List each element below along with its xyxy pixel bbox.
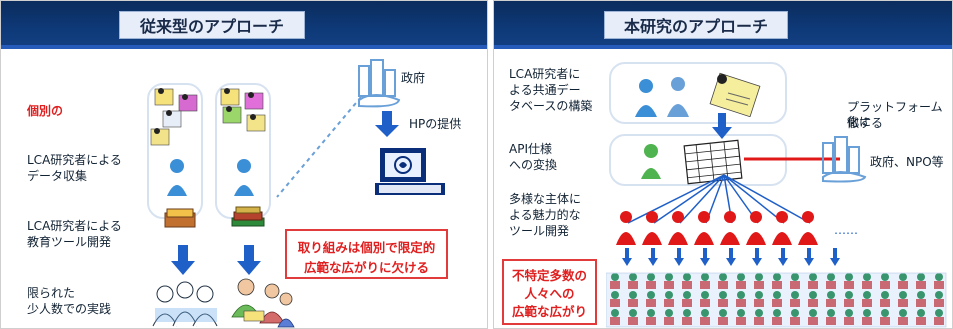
- label-ellipsis: ……: [834, 223, 858, 237]
- book-icon: [164, 208, 196, 228]
- left-title-box: 従来型のアプローチ: [119, 11, 305, 39]
- label-limited-1: 限られた: [27, 286, 76, 300]
- person-icon: [167, 159, 187, 196]
- documents-icon: [150, 88, 198, 146]
- document-memo-icon: [709, 72, 761, 117]
- proposed-approach-panel: 本研究のアプローチ LCA研究者に よる共通デー タベースの構築 API仕様 へ…: [493, 0, 953, 329]
- people-group-illustration: [152, 281, 218, 327]
- label-limited-2: 少人数での実践: [27, 302, 112, 316]
- label-lca-collect-1: LCA研究者による: [27, 153, 122, 167]
- label-multi-1: 多様な主体に: [509, 192, 582, 206]
- label-api-2: への変換: [509, 158, 558, 172]
- callout-broad-spread: 不特定多数の 人々への 広範な広がり: [502, 259, 597, 325]
- callout-line-1: 不特定多数の: [511, 268, 587, 283]
- callout-line-1: 取り組みは個別で限定的: [297, 240, 436, 255]
- person-icon: [641, 144, 661, 179]
- label-lca-collect-2: データ収集: [27, 169, 88, 183]
- left-title: 従来型のアプローチ: [139, 17, 284, 36]
- callout-limited-spread: 取り組みは個別で限定的 広範な広がりに欠ける: [285, 229, 448, 279]
- label-government: 政府: [401, 71, 426, 85]
- label-individual: 個別の: [27, 104, 64, 118]
- government-building-icon: [358, 59, 401, 108]
- label-platform-2: 徹する: [847, 116, 884, 130]
- database-container: [609, 62, 787, 124]
- label-edu-dev-1: LCA研究者による: [27, 219, 122, 233]
- label-api-1: API仕様: [509, 142, 552, 156]
- computer-icon: [375, 148, 445, 195]
- crowd-illustration: [606, 272, 947, 328]
- label-db-3: タベースの構築: [509, 99, 593, 113]
- callout-line-2: 人々への: [524, 286, 575, 301]
- documents-icon: [220, 88, 266, 132]
- callout-line-2: 広範な広がりに欠ける: [303, 260, 429, 275]
- callout-line-3: 広範な広がり: [511, 304, 587, 319]
- person-icon: [234, 159, 254, 196]
- label-db-2: よる共通デー: [509, 83, 581, 97]
- label-multi-2: よる魅力的な: [509, 208, 581, 222]
- label-hp-provision: HPの提供: [409, 117, 462, 131]
- arrow-down-icon: [712, 113, 732, 139]
- conventional-approach-panel: 従来型のアプローチ 個別の LCA研究者による データ収集 LCA研究者による …: [0, 0, 488, 329]
- label-edu-dev-2: 教育ツール開発: [27, 235, 112, 249]
- label-platform-1: プラットフォーム化に: [847, 100, 943, 129]
- label-gov-npo: 政府、NPO等: [870, 155, 944, 169]
- spec-document-icon: [683, 139, 743, 185]
- arrow-down-icon: [375, 111, 399, 137]
- book-stack-icon: [231, 206, 265, 227]
- right-title-box: 本研究のアプローチ: [604, 11, 788, 39]
- label-db-1: LCA研究者に: [509, 67, 581, 81]
- right-header-bar: [494, 1, 952, 49]
- person-icon: [635, 79, 657, 117]
- government-building-icon: [822, 136, 867, 183]
- arrow-down-icon: [237, 245, 261, 275]
- right-title: 本研究のアプローチ: [623, 17, 768, 36]
- small-arrows-row: [622, 248, 840, 266]
- dashed-connector: [276, 96, 362, 198]
- red-people-row: [616, 211, 818, 245]
- arrow-down-icon: [171, 245, 195, 275]
- students-illustration: [231, 278, 295, 328]
- person-icon: [667, 77, 689, 117]
- label-multi-3: ツール開発: [509, 224, 570, 238]
